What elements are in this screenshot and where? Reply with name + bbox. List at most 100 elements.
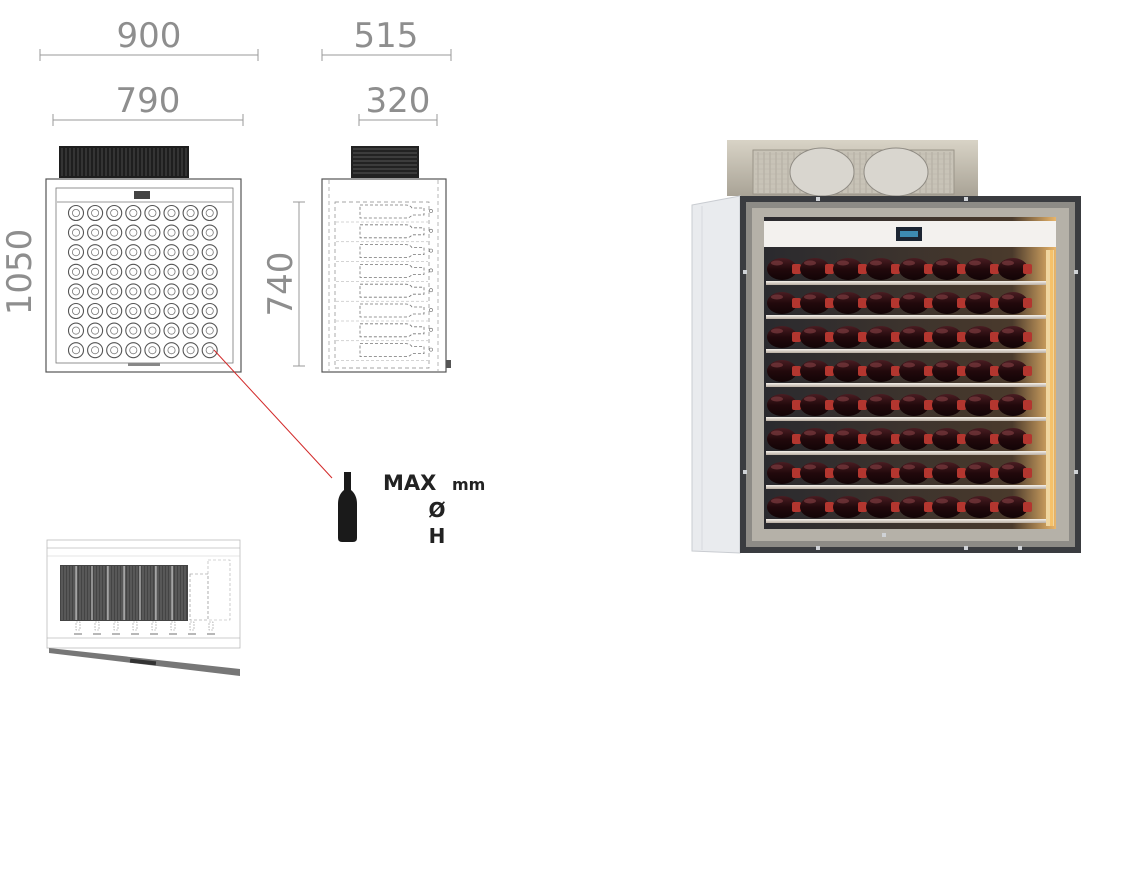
- dimension-inner-height: 740: [261, 201, 305, 367]
- bottle-slot: [125, 244, 142, 261]
- dimension-outer-depth: 515: [321, 16, 452, 61]
- frame-clip: [743, 270, 747, 274]
- bottle-slot: [201, 342, 218, 359]
- cooling-unit: [727, 140, 978, 197]
- cooling-grille: [61, 148, 187, 176]
- bottle-slot: [106, 342, 123, 359]
- door-handle-icon: [129, 658, 157, 666]
- top-foot-marker: [151, 621, 157, 631]
- bottle-slot: [163, 263, 180, 280]
- bottle-slot: [125, 322, 142, 339]
- photo-shelf: [766, 349, 1046, 353]
- side-bottle-outline: [359, 264, 425, 278]
- bottle-slot: [106, 302, 123, 320]
- side-cooling-grille: [353, 148, 417, 174]
- bottle-slot: [182, 263, 199, 280]
- frame-clip: [964, 197, 968, 201]
- bottle-slot: [144, 283, 161, 300]
- frame-clip: [743, 470, 747, 474]
- bottle-slot: [144, 322, 161, 339]
- side-bottle-outlines: [336, 204, 433, 361]
- wine-bottle-icon: [338, 472, 357, 542]
- leader-line: [213, 349, 333, 479]
- top-foot-marker: [170, 621, 176, 631]
- frame-clip: [1074, 270, 1078, 274]
- bottle-slot: [144, 342, 161, 359]
- bottle-slot: [182, 302, 199, 320]
- bottle-slot: [201, 322, 218, 339]
- bottle-slot: [106, 224, 123, 241]
- frame-clip: [816, 546, 820, 550]
- top-view-drawing: [46, 539, 241, 676]
- side-bottle-outline: [359, 224, 425, 239]
- bottle-slot: [87, 302, 104, 320]
- bottle-slot: [201, 263, 218, 280]
- dimension-inner-width: 790: [52, 81, 244, 126]
- top-feet: [74, 621, 215, 635]
- bottle-slot: [87, 283, 104, 300]
- frame-clip: [1018, 546, 1022, 550]
- bottle-slot: [144, 263, 161, 280]
- bottle-slot: [201, 302, 218, 320]
- bottle-slot: [163, 342, 180, 359]
- max-label: MAX: [383, 471, 436, 495]
- top-foot-marker: [94, 621, 100, 631]
- diameter-label: Ø: [428, 498, 445, 522]
- photo-shelf: [766, 451, 1046, 455]
- photo-shelf: [766, 417, 1046, 421]
- photo-shelf: [766, 383, 1046, 387]
- bottle-slot: [144, 204, 161, 222]
- bottle-slot: [67, 244, 85, 261]
- bottle-legend: MAX mm Ø H: [338, 471, 485, 548]
- bottle-slot: [125, 342, 142, 359]
- photo-shelf: [766, 315, 1046, 319]
- bottle-slot: [67, 302, 85, 320]
- inner-height-label: 740: [261, 252, 301, 317]
- front-view-drawing: [45, 146, 242, 373]
- side-bottle-outline: [359, 283, 425, 298]
- bottle-slot: [144, 244, 161, 261]
- dimension-inner-depth: 320: [358, 81, 438, 126]
- bottle-slot: [182, 342, 199, 359]
- bottle-slot: [125, 224, 142, 241]
- bottle-slot: [87, 322, 104, 339]
- bottle-slot: [125, 204, 142, 222]
- inner-width-label: 790: [116, 81, 181, 121]
- bottle-slot: [163, 283, 180, 300]
- dimension-height: 1050: [0, 229, 40, 316]
- side-view-drawing: [321, 146, 451, 373]
- top-foot-marker: [132, 621, 138, 631]
- top-foot-marker: [189, 621, 195, 631]
- photo-shelves: [766, 281, 1046, 523]
- unit-label: mm: [452, 475, 485, 494]
- bottle-slot: [87, 204, 104, 222]
- bottle-slot: [67, 224, 85, 241]
- bottle-grid: [67, 204, 218, 359]
- dimension-outer-width: 900: [39, 16, 259, 61]
- bottle-slot: [106, 244, 123, 261]
- handle-icon: [128, 363, 160, 366]
- bottle-slot: [201, 283, 218, 300]
- bottle-slot: [182, 283, 199, 300]
- bottle-slot: [67, 204, 85, 222]
- bottle-slot: [67, 342, 85, 359]
- bottle-slot: [106, 322, 123, 339]
- bottle-slot: [106, 204, 123, 222]
- bottle-slot: [144, 302, 161, 320]
- side-bottle-outline: [359, 343, 425, 357]
- bottle-slot: [87, 263, 104, 280]
- bottle-slot: [163, 244, 180, 261]
- outer-width-label: 900: [117, 16, 182, 56]
- cabinet-side-panel: [691, 195, 741, 554]
- bottle-slot: [201, 244, 218, 261]
- frame-clip: [816, 197, 820, 201]
- display-icon: [134, 191, 150, 199]
- bottle-slot: [125, 302, 142, 320]
- bottle-slot: [163, 224, 180, 241]
- bottle-slot: [87, 244, 104, 261]
- side-bottle-outline: [359, 303, 425, 318]
- frame-clip: [1074, 470, 1078, 474]
- bottle-slot: [144, 224, 161, 241]
- bottle-slot: [67, 283, 85, 300]
- photo-shelf: [766, 485, 1046, 489]
